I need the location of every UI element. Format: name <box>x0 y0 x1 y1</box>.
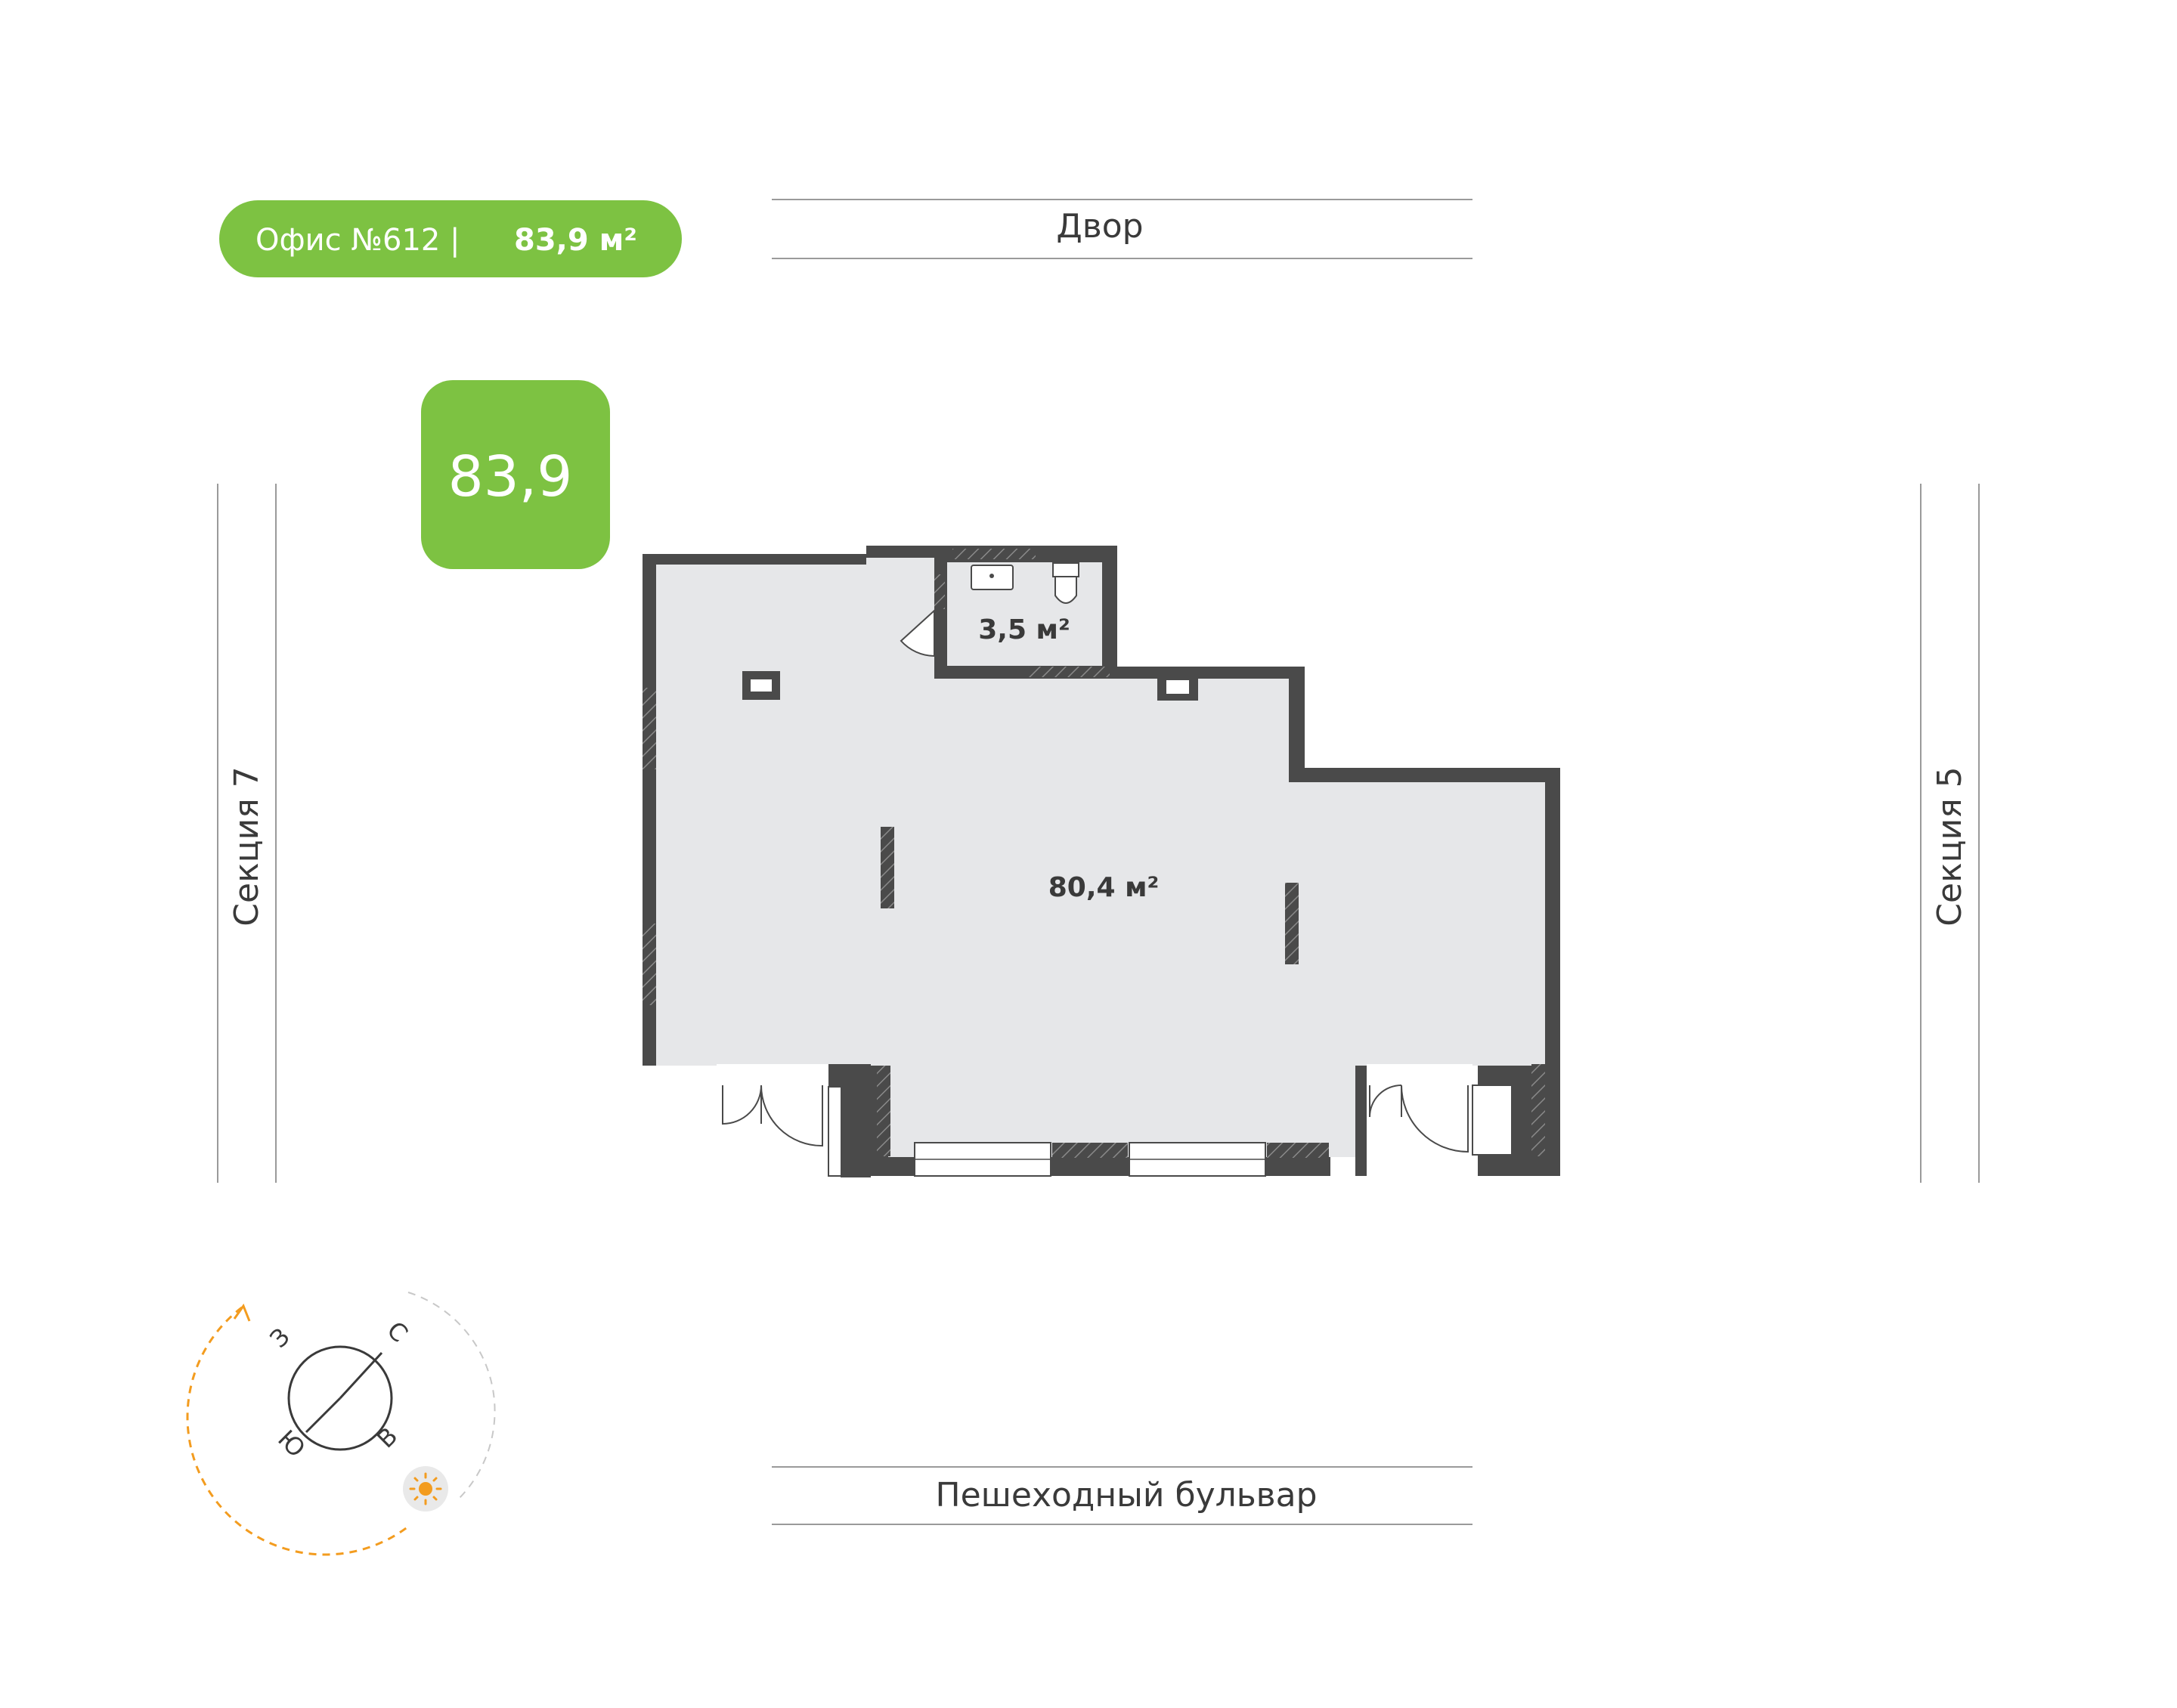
right-entrance-gap <box>1367 1064 1472 1177</box>
right-boundary: Секция 5 <box>1920 484 1980 1183</box>
compass-south: Ю <box>272 1425 311 1463</box>
office-area: 83,9 м² <box>514 223 637 258</box>
compass-needle-tail <box>305 1397 342 1434</box>
left-door-leaf-1-icon[interactable] <box>722 1085 762 1125</box>
section-5-label: Секция 5 <box>1931 766 1969 926</box>
total-area-badge-bg <box>421 380 610 569</box>
courtyard-label: Двор <box>1056 207 1143 246</box>
window-right-hatch <box>1267 1143 1329 1158</box>
office-number: Офис №612 | <box>255 223 460 258</box>
window-pier-hatch <box>1052 1143 1128 1158</box>
left-boundary: Секция 7 <box>217 484 277 1183</box>
compass-circle <box>287 1345 393 1451</box>
shaft-1-hole <box>751 679 772 692</box>
bathroom-wall-left <box>934 554 947 673</box>
right-wall-hatch <box>1531 1064 1545 1156</box>
main-room-area-label: 80,4 м² <box>1048 872 1160 903</box>
right-door-leaf-2-icon[interactable] <box>1401 1085 1469 1153</box>
bottom-boundary: Пешеходный бульвар <box>772 1466 1472 1525</box>
bathroom-vent-hatch <box>952 549 1036 559</box>
sun-path-arrow-icon <box>233 1303 251 1322</box>
total-area-badge: 83,9 <box>421 380 610 569</box>
section-7-label: Секция 7 <box>228 766 266 926</box>
compass-needle <box>339 1351 383 1400</box>
shaft-2-hole <box>1166 680 1189 694</box>
bathroom-side-hatch <box>934 574 945 609</box>
main-room-floor <box>656 558 1545 1157</box>
total-area-value: 83,9 <box>448 444 573 509</box>
toilet-bowl-icon <box>1054 576 1077 604</box>
bathroom-area-label: 3,5 м² <box>978 614 1070 645</box>
office-title-pill: Офис №612 | 83,9 м² <box>219 200 682 277</box>
sun-icon <box>409 1472 442 1505</box>
left-pier <box>841 1064 871 1177</box>
top-boundary: Двор <box>772 199 1472 259</box>
bathroom-wall-hatch <box>1028 667 1110 677</box>
sink-drain <box>989 574 994 578</box>
compass: С В Ю З <box>186 1292 496 1556</box>
compass-east: В <box>371 1422 403 1453</box>
apartment-plan: 3,5 м² 80,4 м² <box>643 546 1560 1177</box>
toilet-tank-icon <box>1052 562 1079 577</box>
compass-dashed-arc-grey <box>407 1292 496 1501</box>
left-wall-hatch-1 <box>643 688 656 769</box>
compass-west: З <box>265 1323 296 1354</box>
right-entrance-vestibule <box>1472 1085 1513 1156</box>
left-door-leaf-2-icon[interactable] <box>760 1085 823 1147</box>
pylon-1 <box>881 827 894 908</box>
pylon-2 <box>1285 883 1299 964</box>
left-wall-hatch-2 <box>643 924 656 1005</box>
bathroom-door-icon <box>900 608 935 658</box>
right-pier <box>1355 1066 1367 1176</box>
office-title-pill-bg <box>219 200 682 277</box>
right-door-leaf-1-icon[interactable] <box>1369 1085 1402 1118</box>
boulevard-label: Пешеходный бульвар <box>935 1476 1317 1515</box>
left-pier-hatch <box>877 1066 890 1156</box>
compass-north: С <box>381 1316 413 1348</box>
